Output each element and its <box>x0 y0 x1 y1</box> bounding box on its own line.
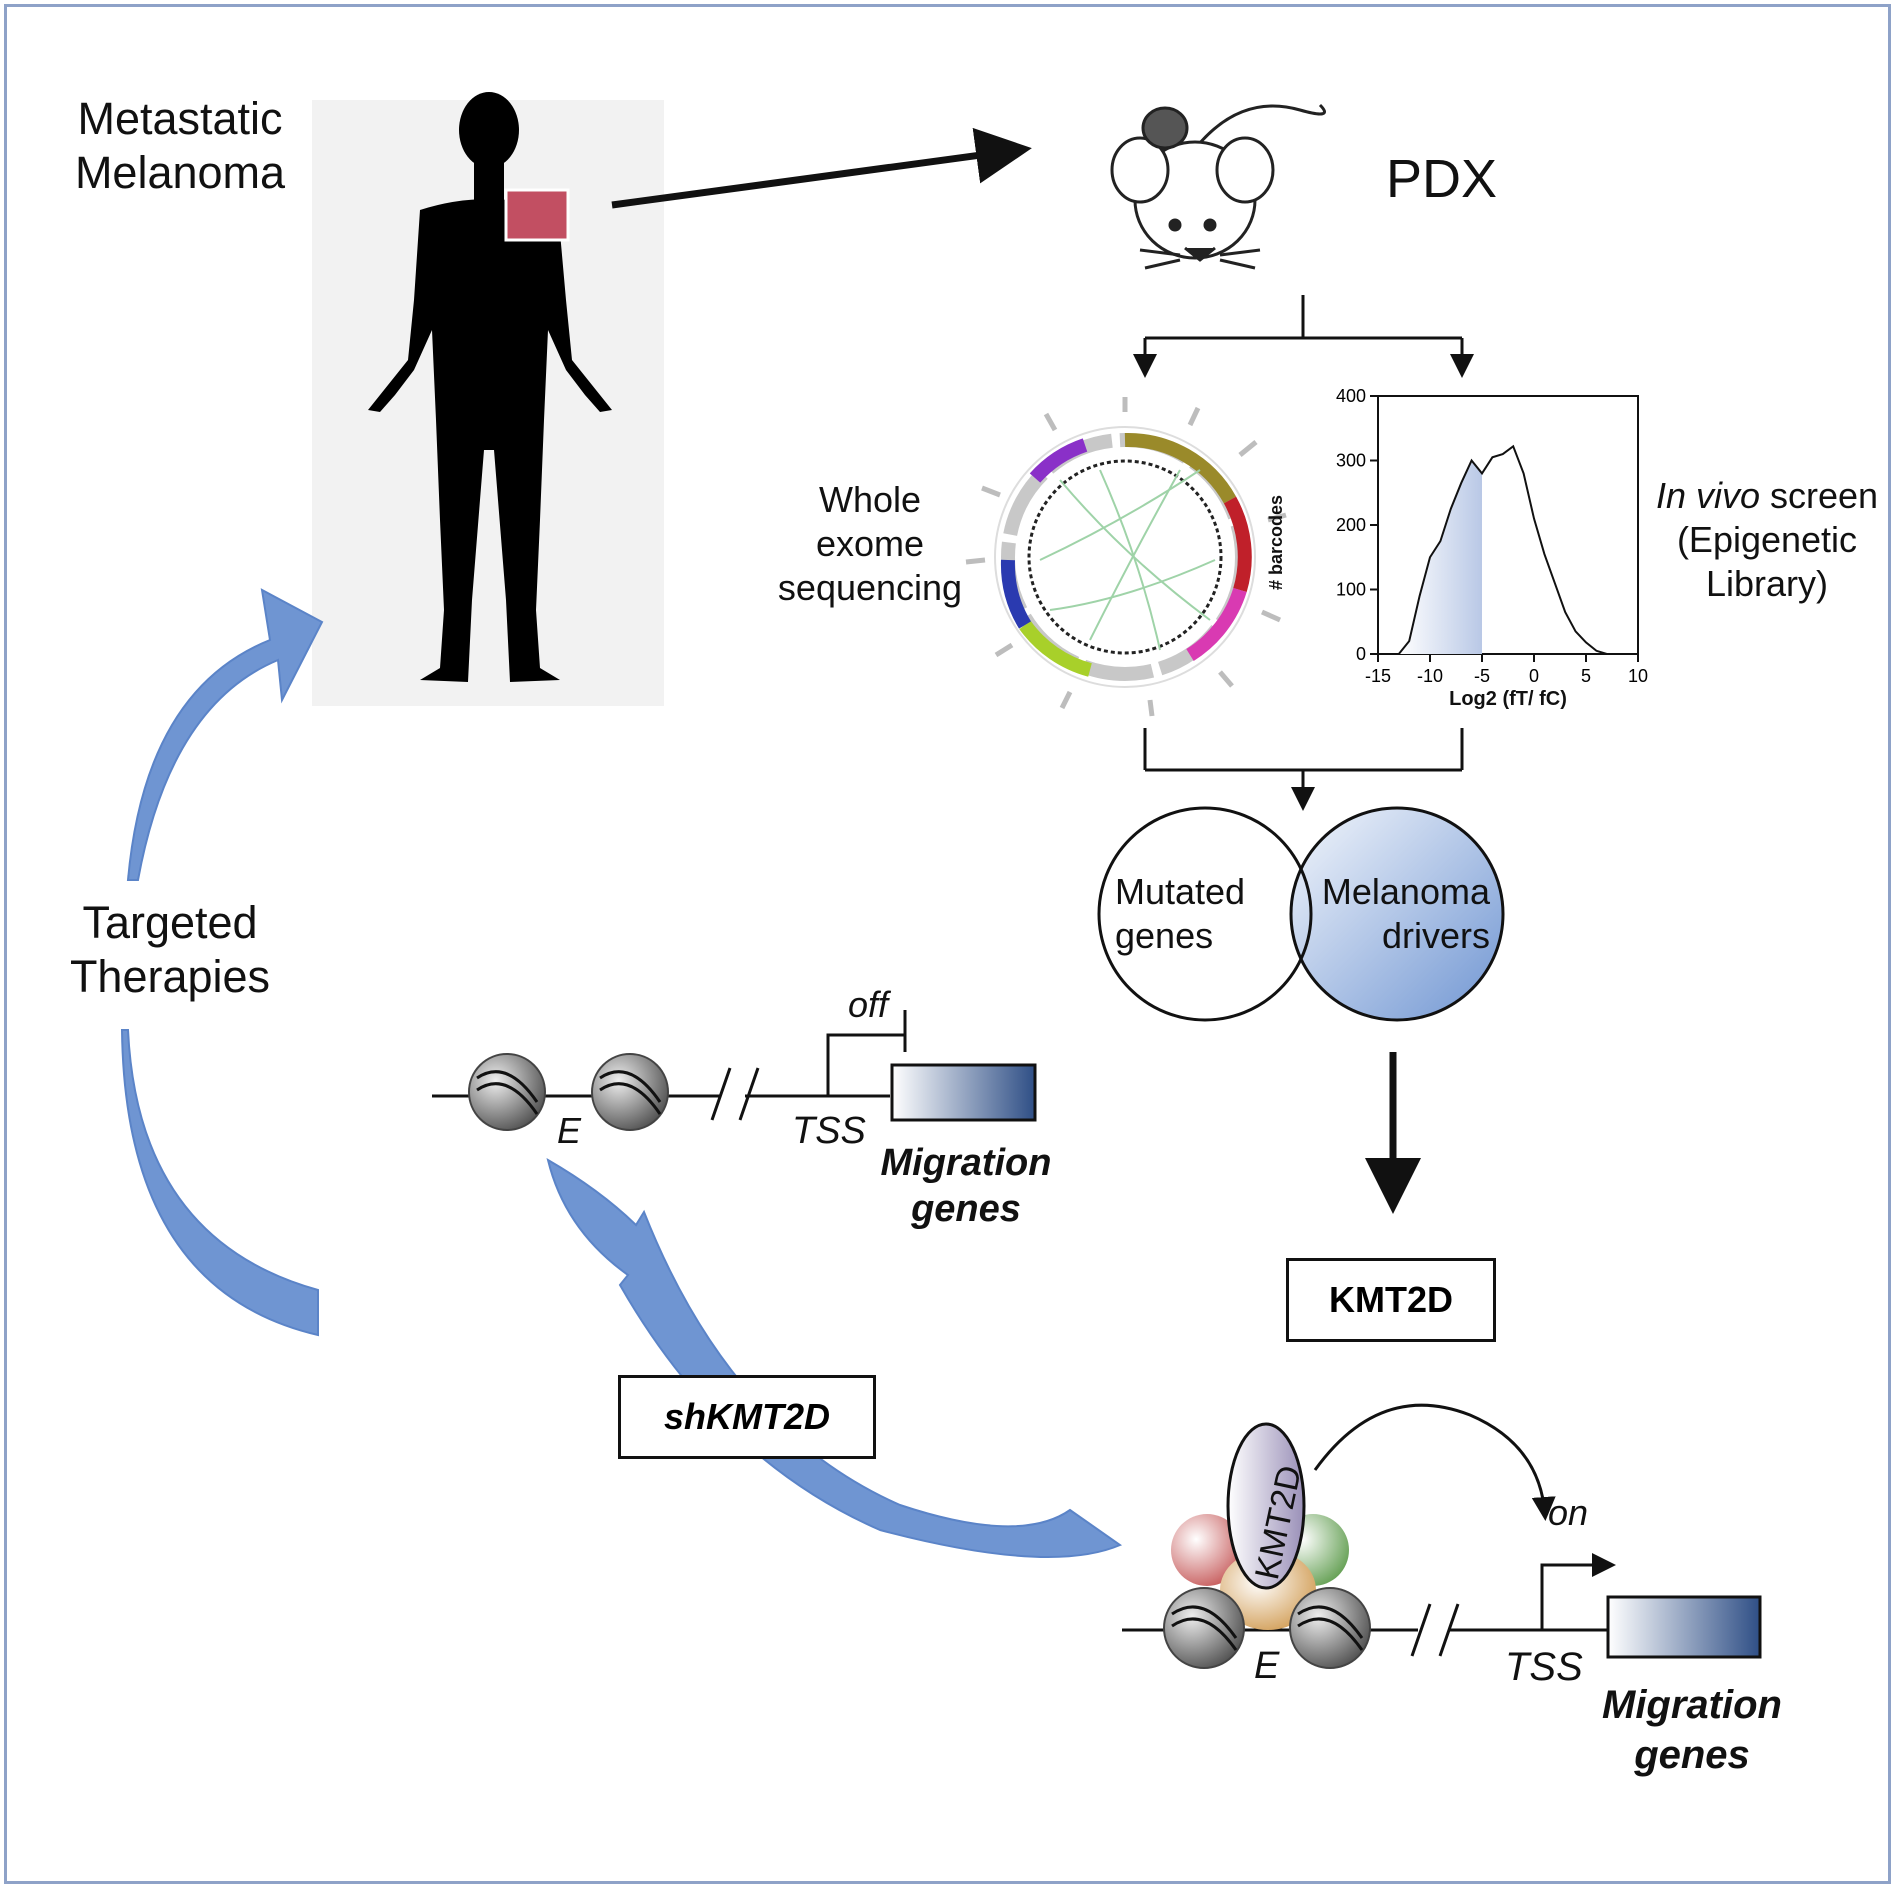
nucleosome <box>1289 1587 1371 1669</box>
off-label: off <box>848 984 889 1025</box>
label-line: exome <box>815 523 925 564</box>
shkmt2d-box: shKMT2D <box>618 1375 876 1459</box>
x-tick-label: 10 <box>1628 666 1648 686</box>
histogram-ylabel: # barcodes <box>1266 494 1286 590</box>
label-line: Targeted <box>82 897 258 948</box>
nucleosome <box>1163 1587 1245 1669</box>
activation-arrow <box>1313 1403 1556 1521</box>
label-rest: screen <box>1759 475 1879 516</box>
venn-circle-mutated-genes <box>1097 806 1313 1022</box>
enhancer-label-top: E <box>557 1110 582 1151</box>
kmt2d-protein <box>1226 1422 1306 1590</box>
promoter-on-arrow <box>1540 1553 1616 1630</box>
nucleosome <box>591 1053 669 1131</box>
venn-left-label: Mutated genes <box>1115 870 1245 958</box>
metastatic-melanoma-label: Metastatic Melanoma <box>60 92 300 200</box>
blue-arrow-from-therapies <box>120 1029 319 1337</box>
x-tick-label: -10 <box>1417 666 1443 686</box>
label-line: sequencing <box>777 567 963 608</box>
tss-label-bottom: TSS <box>1505 1645 1583 1689</box>
label-line: Migration <box>880 1142 1052 1184</box>
migration-gene-box-bottom <box>1606 1595 1762 1659</box>
figure-frame <box>4 4 1891 1884</box>
histogram-ticks: 0 100 200 300 400 -15 -10 -5 0 5 10 <box>1336 386 1648 686</box>
label-line: Melanoma <box>74 147 286 198</box>
histogram-shaded-area <box>1398 460 1482 654</box>
tumor-biopsy-image <box>504 188 570 242</box>
label-line: Therapies <box>69 951 271 1002</box>
migration-gene-box-top <box>890 1063 1037 1122</box>
label-line: genes <box>1115 915 1214 956</box>
targeted-therapies-label: Targeted Therapies <box>55 896 285 1004</box>
circos-plot <box>965 397 1287 717</box>
circos-spikes <box>965 397 1287 717</box>
circos-links <box>1039 469 1216 651</box>
y-tick-label: 100 <box>1336 580 1366 600</box>
blue-arrow-to-patient <box>126 588 324 881</box>
enhancer-label-bottom: E <box>1254 1645 1280 1687</box>
in-vivo-screen-label: In vivo screen (Epigenetic Library) <box>1652 474 1882 606</box>
migration-genes-top-label: Migration genes <box>876 1140 1056 1232</box>
label-line: Migration <box>1602 1683 1782 1727</box>
migration-genes-bottom-label: Migration genes <box>1592 1680 1792 1780</box>
on-label: on <box>1548 1492 1589 1533</box>
y-tick-label: 400 <box>1336 386 1366 406</box>
label-line: Library) <box>1705 563 1829 604</box>
label-line: genes <box>1634 1733 1750 1777</box>
venn-right-label: Melanoma drivers <box>1315 870 1490 958</box>
mouse-icon <box>1110 103 1326 270</box>
histogram-curve <box>1398 444 1608 655</box>
promoter-off-symbol <box>826 1033 905 1096</box>
label-line: Melanoma <box>1321 871 1490 912</box>
y-tick-label: 200 <box>1336 515 1366 535</box>
branch-connectors <box>1133 295 1474 811</box>
label-line: Mutated <box>1115 871 1246 912</box>
histogram-xlabel: Log2 (fT/ fC) <box>1449 688 1567 710</box>
label-line: genes <box>911 1188 1021 1230</box>
y-tick-label: 0 <box>1356 644 1366 664</box>
tss-label-top: TSS <box>792 1110 866 1152</box>
gene-track-off <box>432 1010 1037 1131</box>
label-italic: In vivo <box>1655 475 1760 516</box>
label-line: drivers <box>1381 915 1490 956</box>
wes-label: Whole exome sequencing <box>775 478 965 610</box>
venn-circle-melanoma-drivers <box>1289 806 1505 1022</box>
x-tick-label: -15 <box>1365 666 1391 686</box>
pdx-label: PDX <box>1386 149 1498 209</box>
x-tick-label: -5 <box>1474 666 1490 686</box>
label-line: Metastatic <box>77 93 283 144</box>
kmt2d-box: KMT2D <box>1286 1258 1496 1342</box>
x-tick-label: 0 <box>1529 666 1539 686</box>
y-tick-label: 300 <box>1336 451 1366 471</box>
x-tick-label: 5 <box>1581 666 1591 686</box>
histone-red <box>1171 1514 1243 1586</box>
label-line: Whole <box>818 479 922 520</box>
arrow-to-pdx <box>611 127 1032 209</box>
histogram-curve-group <box>1398 444 1608 655</box>
blue-arrow-knockdown <box>546 1157 1123 1558</box>
human-silhouette <box>368 92 612 682</box>
gene-track-on <box>1122 1403 1762 1669</box>
nucleosome <box>468 1053 546 1131</box>
label-line: (Epigenetic <box>1676 519 1858 560</box>
